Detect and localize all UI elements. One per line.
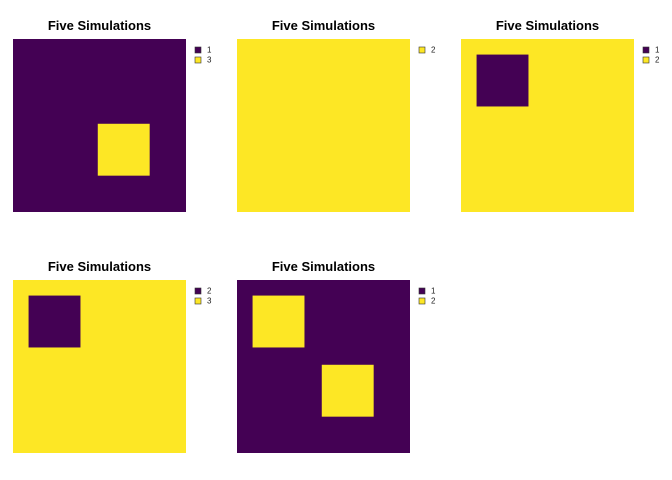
legend-key bbox=[642, 46, 650, 54]
legend-label: 1 bbox=[431, 287, 436, 296]
legend-label: 3 bbox=[207, 56, 212, 65]
panel-5: Five Simulations 12 bbox=[237, 259, 436, 453]
legend-key bbox=[418, 46, 426, 54]
legend-label: 3 bbox=[207, 297, 212, 306]
legend: 12 bbox=[418, 287, 436, 306]
panel-4: Five Simulations 23 bbox=[13, 259, 212, 453]
legend: 12 bbox=[642, 46, 660, 65]
legend-key bbox=[418, 287, 426, 295]
legend-key bbox=[642, 56, 650, 64]
raster-background bbox=[237, 39, 410, 212]
legend-key bbox=[194, 46, 202, 54]
legend: 13 bbox=[194, 46, 212, 65]
legend-label: 2 bbox=[431, 297, 436, 306]
panel-title: Five Simulations bbox=[48, 259, 151, 274]
panel-title: Five Simulations bbox=[496, 18, 599, 33]
legend-label: 1 bbox=[207, 46, 212, 55]
panel-1: Five Simulations 13 bbox=[13, 18, 212, 212]
raster-patch bbox=[252, 295, 305, 348]
raster-patch bbox=[321, 364, 374, 417]
legend-label: 1 bbox=[655, 46, 660, 55]
raster-patch bbox=[28, 295, 81, 348]
legend: 2 bbox=[418, 46, 436, 55]
legend-label: 2 bbox=[431, 46, 436, 55]
panel-2: Five Simulations 2 bbox=[237, 18, 436, 212]
legend-label: 2 bbox=[655, 56, 660, 65]
legend-key bbox=[194, 297, 202, 305]
legend-key bbox=[194, 56, 202, 64]
legend-label: 2 bbox=[207, 287, 212, 296]
raster-patch bbox=[476, 54, 529, 107]
legend: 23 bbox=[194, 287, 212, 306]
raster-patch bbox=[97, 123, 150, 176]
panel-title: Five Simulations bbox=[272, 259, 375, 274]
panel-title: Five Simulations bbox=[272, 18, 375, 33]
legend-key bbox=[194, 287, 202, 295]
panel-3: Five Simulations 12 bbox=[461, 18, 660, 212]
legend-key bbox=[418, 297, 426, 305]
panel-title: Five Simulations bbox=[48, 18, 151, 33]
